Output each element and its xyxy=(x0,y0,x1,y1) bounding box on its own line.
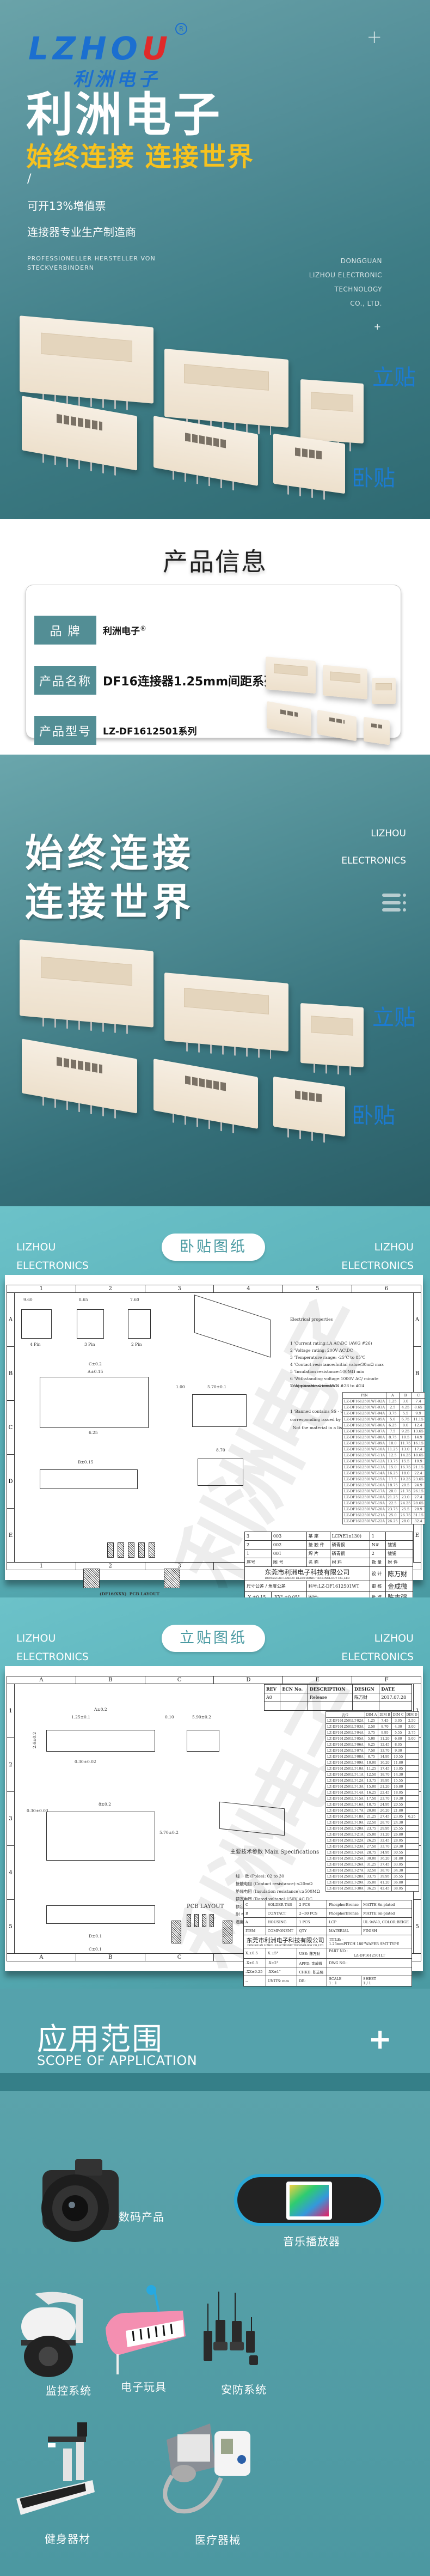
registered-mark-icon: R xyxy=(175,23,187,35)
drawing-side-view xyxy=(192,1394,247,1427)
info-row-model: 产品型号 LZ-DF1612501系列 xyxy=(34,716,196,745)
german-tagline: PROFESSIONELLER HERSTELLER VON STECKVERB… xyxy=(27,255,156,271)
logo-wordmark: LZHOU xyxy=(28,30,172,67)
plus-small-icon: + xyxy=(373,321,381,332)
connector-vertical-large-image xyxy=(20,939,153,1035)
info-value: LZ-DF1612501系列 xyxy=(103,726,197,737)
manufacturer-note: 连接器专业生产制造商 xyxy=(27,226,136,239)
pcb-layout-label: (DF16/XXX) PCB LAYOUT xyxy=(100,1591,160,1596)
vertical-mount-tag: 立贴 xyxy=(372,1005,416,1030)
connector-vertical-medium-image xyxy=(164,973,288,1059)
hero-slogan: 始终连接 连接世界 xyxy=(26,142,254,172)
banner-line-1: 始终连接 xyxy=(25,831,195,876)
connector-vertical-small-image xyxy=(300,379,364,452)
hero-title: 利洲电子 xyxy=(26,88,222,142)
menu-icon[interactable] xyxy=(382,894,406,913)
connector-horizontal-small-image xyxy=(273,433,345,501)
toy-piano-icon xyxy=(106,2285,186,2374)
electrical-properties: 1 'Current rating:1A AC\DC (AWG #26)2 'V… xyxy=(290,1341,384,1388)
application-title-cn: 应用范围 xyxy=(37,2022,163,2057)
company-name-en: DONGGUAN LIZHOU ELECTRONIC TECHNOLOGY CO… xyxy=(309,257,382,307)
vertical-mount-tag: 立贴 xyxy=(372,365,416,390)
camera-icon xyxy=(41,2159,119,2242)
main-specs-title: 主要技术参数 Main Specifications xyxy=(230,1849,320,1855)
info-label: 品 牌 xyxy=(34,616,96,645)
info-row-brand: 品 牌 利洲电子® xyxy=(34,616,146,645)
connector-vertical-medium-image xyxy=(164,349,288,435)
pcb-layout-label: PCB LAYOUT xyxy=(187,1904,224,1910)
walkie-talkie-icon xyxy=(204,2292,258,2365)
treadmill-icon xyxy=(16,2422,95,2515)
connector-horizontal-small-image xyxy=(273,1076,345,1144)
application-title-en: SCOPE OF APPLICATION xyxy=(37,2053,198,2068)
horizontal-mount-tag: 卧贴 xyxy=(352,466,395,491)
slogan-banner: 始终连接 连接世界 LIZHOU ELECTRONICS 立贴 卧贴 xyxy=(0,755,430,1206)
drawing-section-view xyxy=(198,1459,243,1486)
divider-band xyxy=(0,2073,430,2091)
drawing-front-view xyxy=(46,1730,155,1752)
product-info-section: 产品信息 品 牌 利洲电子® 产品名称 DF16连接器1.25mm间距系列 产品… xyxy=(0,519,430,755)
banner-line-2: 连接世界 xyxy=(25,880,195,925)
drawing-top-view xyxy=(40,1469,138,1489)
vat-note: 可开13%增值票 xyxy=(27,199,106,212)
horizontal-mount-tag: 卧贴 xyxy=(352,1103,395,1128)
brand-logo: LZHOU R 利洲电子 xyxy=(28,16,187,95)
drawing-top-view xyxy=(46,1812,155,1861)
drawing-view-4pin xyxy=(21,1309,52,1339)
info-label: 产品型号 xyxy=(34,716,96,745)
drawing-bottom-view xyxy=(46,1905,155,1924)
application-grid: 数码产品 音乐播放器 监控系统 xyxy=(0,2091,430,2576)
banner-brand-en: LIZHOU ELECTRONICS xyxy=(341,828,406,866)
blood-pressure-monitor-icon xyxy=(163,2423,250,2514)
hero-section: LZHOU R 利洲电子 + 利洲电子 始终连接 连接世界 / 可开13%增值票… xyxy=(0,0,430,519)
drawing-front-view xyxy=(40,1377,149,1428)
info-value: DF16连接器1.25mm间距系列 xyxy=(103,675,277,689)
info-value: 利洲电子® xyxy=(103,624,146,637)
connector-vertical-small-image xyxy=(300,1003,364,1076)
section-title: 产品信息 xyxy=(163,547,267,576)
plus-icon: + xyxy=(366,26,383,48)
electrical-properties-title: Electrical properties xyxy=(290,1317,333,1322)
drawing-view-2pin xyxy=(128,1309,151,1339)
section-pill-title: 立贴图纸 xyxy=(162,1625,265,1652)
info-row-product-name: 产品名称 DF16连接器1.25mm间距系列 xyxy=(34,666,276,695)
connector-horizontal-medium-image xyxy=(153,1059,258,1135)
connector-horizontal-large-image xyxy=(22,1038,137,1120)
section-pill-title: 卧贴图纸 xyxy=(162,1234,265,1261)
environmental-controls-title: Environmental controls xyxy=(290,1383,339,1388)
info-label: 产品名称 xyxy=(34,666,96,695)
plus-icon: + xyxy=(368,2023,392,2056)
connector-vertical-large-image xyxy=(20,315,153,411)
divider-slash: / xyxy=(27,172,32,186)
music-player-icon xyxy=(234,2174,384,2226)
application-header: 应用范围 SCOPE OF APPLICATION + xyxy=(0,1989,430,2073)
logo-chinese: 利洲电子 xyxy=(73,69,160,90)
product-info-card: 品 牌 利洲电子® 产品名称 DF16连接器1.25mm间距系列 产品型号 LZ… xyxy=(26,585,401,745)
drawing-side-view xyxy=(187,1730,219,1752)
surveillance-camera-icon xyxy=(21,2292,83,2377)
drawing-view-3pin xyxy=(77,1309,104,1339)
